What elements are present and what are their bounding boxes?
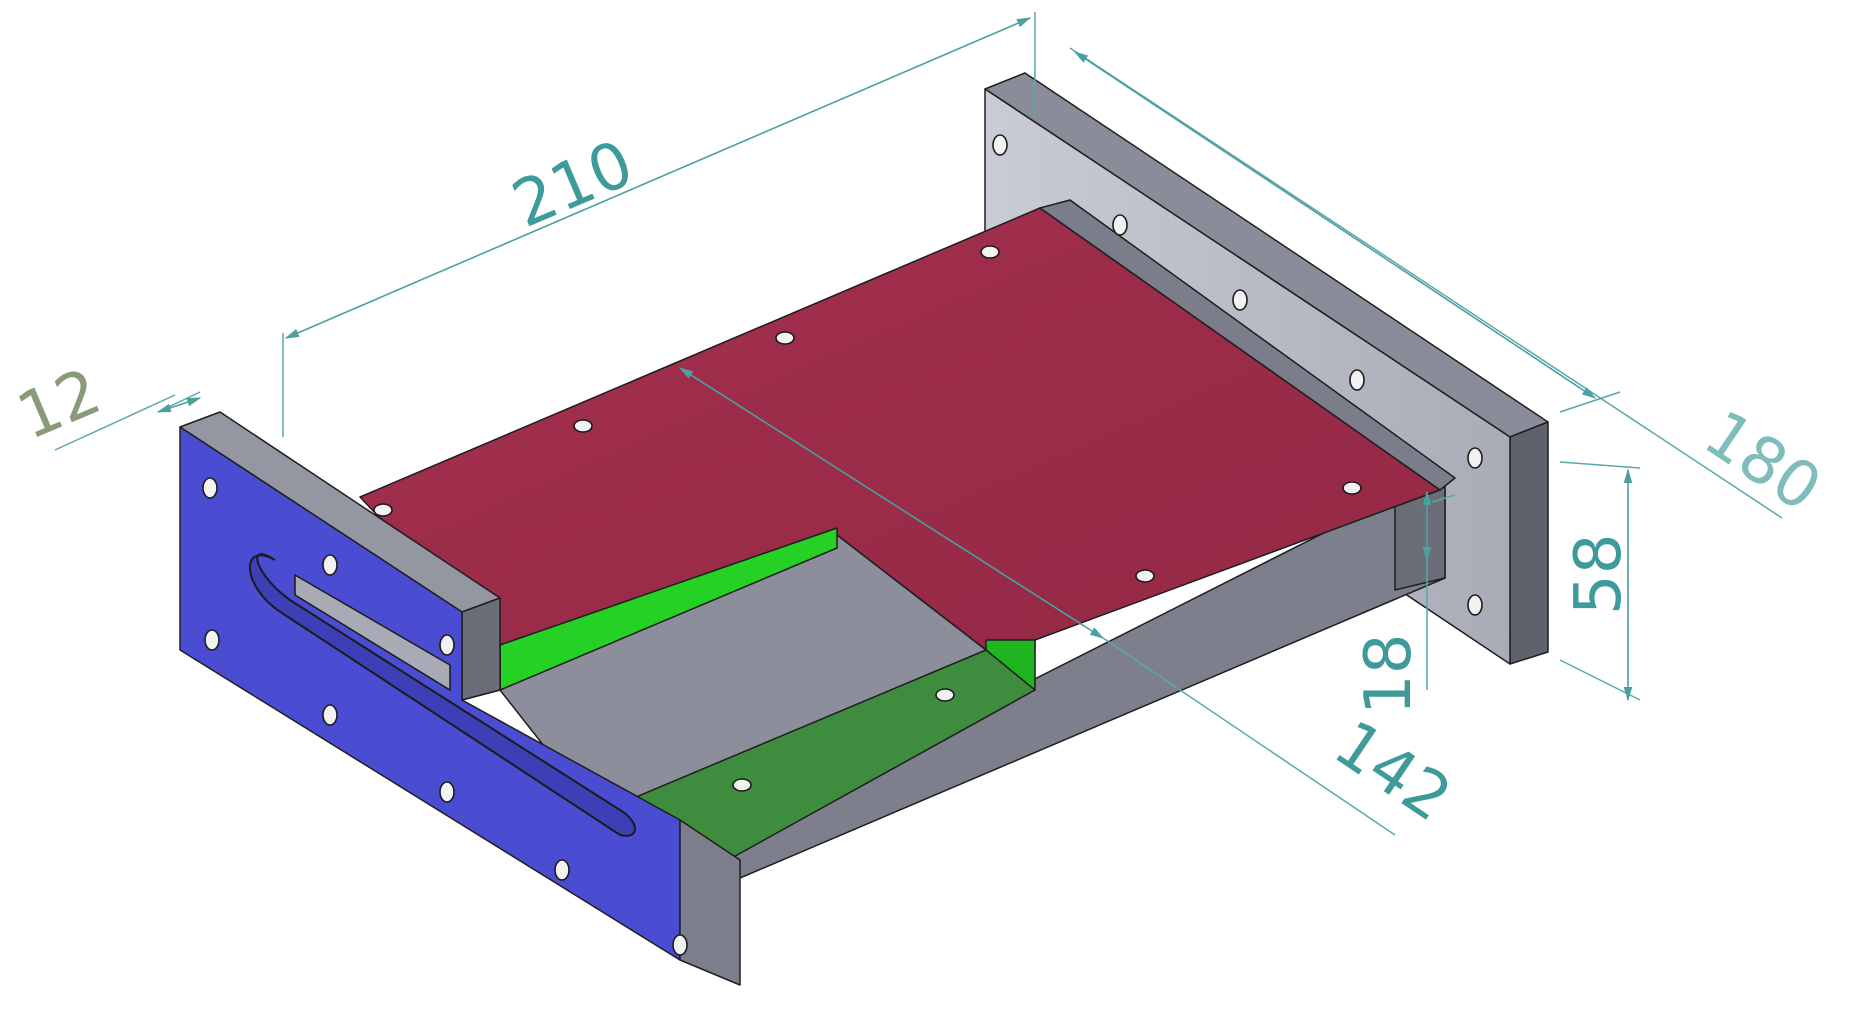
dim-180-label: 180 (1691, 397, 1834, 527)
slot-through-window (294, 573, 451, 692)
hole-right-plate-5 (1467, 447, 1483, 469)
hole-blue-4 (204, 629, 220, 651)
hole-right-plate-6 (1467, 594, 1483, 616)
hole-red-3 (573, 419, 593, 433)
dim-12-label: 12 (7, 355, 111, 455)
left-plate-end-face (679, 819, 741, 986)
hole-blue-8 (672, 934, 688, 956)
hole-right-plate-4 (1349, 369, 1365, 391)
left-plate-upper-side (461, 597, 501, 701)
hole-blue-6 (439, 781, 455, 803)
hole-green-1 (935, 688, 955, 702)
hole-red-4 (373, 503, 393, 517)
right-plate-side-face (1509, 421, 1549, 665)
dimension-18: 18 (1352, 490, 1456, 715)
left-end-plate (179, 411, 741, 986)
dim-58-label: 58 (1562, 534, 1636, 615)
dim-142-label: 142 (1321, 707, 1464, 837)
hole-blue-3 (439, 634, 455, 656)
hole-right-plate-1 (992, 134, 1008, 156)
hole-green-2 (732, 778, 752, 792)
hole-blue-1 (202, 477, 218, 499)
hole-blue-2 (322, 554, 338, 576)
slot-cutout (249, 553, 636, 837)
dimension-12: 12 (7, 355, 202, 455)
dim-210-label: 210 (502, 127, 643, 243)
hole-red-2 (775, 331, 795, 345)
hole-blue-7 (554, 859, 570, 881)
hole-red-1 (980, 245, 1000, 259)
dim-18-label: 18 (1352, 634, 1426, 715)
hole-red-5 (1342, 481, 1362, 495)
dimension-58: 58 (1559, 461, 1641, 702)
hole-right-plate-3 (1232, 289, 1248, 311)
hole-red-6 (1135, 569, 1155, 583)
hole-right-plate-2 (1112, 214, 1128, 236)
hole-blue-5 (322, 704, 338, 726)
